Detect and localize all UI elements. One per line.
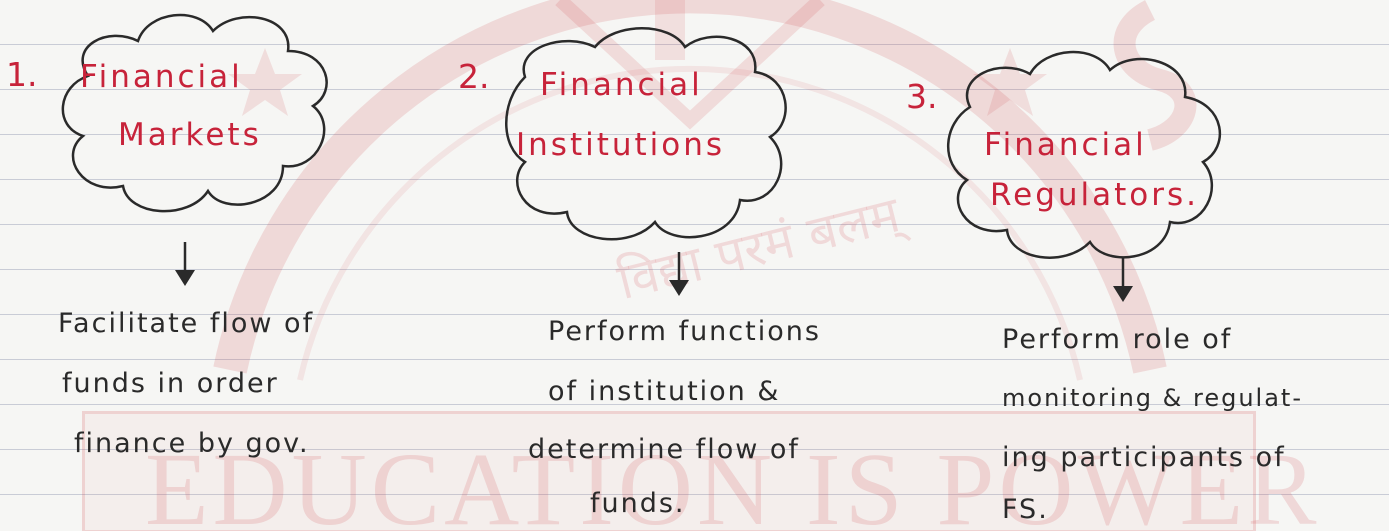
item-desc-line: ing participants of: [1002, 442, 1286, 473]
cloud-shape-icon: [61, 13, 328, 213]
cloud-shape-icon: [946, 50, 1221, 259]
item-title-line1: Financial: [540, 67, 703, 103]
down-arrow-icon: [175, 242, 195, 286]
item-title-line2: Regulators.: [990, 177, 1200, 213]
item-desc-line: Perform functions: [548, 316, 821, 347]
item-title-line1: Financial: [80, 59, 243, 95]
item-desc-line: Facilitate flow of: [58, 308, 315, 339]
down-arrow-icon: [669, 252, 689, 296]
item-title-line1: Financial: [984, 127, 1147, 163]
item-desc-line: funds in order: [62, 368, 279, 399]
item-number: 2.: [458, 57, 490, 96]
item-title-line2: Institutions: [516, 127, 726, 163]
item-desc-line: funds.: [590, 488, 686, 519]
item-number: 3.: [906, 77, 938, 116]
item-number: 1.: [6, 55, 38, 94]
item-desc-line: finance by gov.: [74, 428, 310, 459]
down-arrow-icon: [1113, 258, 1133, 302]
item-desc-line: determine flow of: [528, 434, 800, 465]
item-desc-line: of institution &: [548, 376, 781, 407]
item-title-line2: Markets: [118, 117, 262, 153]
item-desc-line: Perform role of: [1002, 324, 1233, 355]
item-desc-line: monitoring & regulat-: [1002, 384, 1303, 412]
item-desc-line: FS.: [1002, 494, 1049, 525]
cloud-shape-icon: [505, 27, 787, 241]
